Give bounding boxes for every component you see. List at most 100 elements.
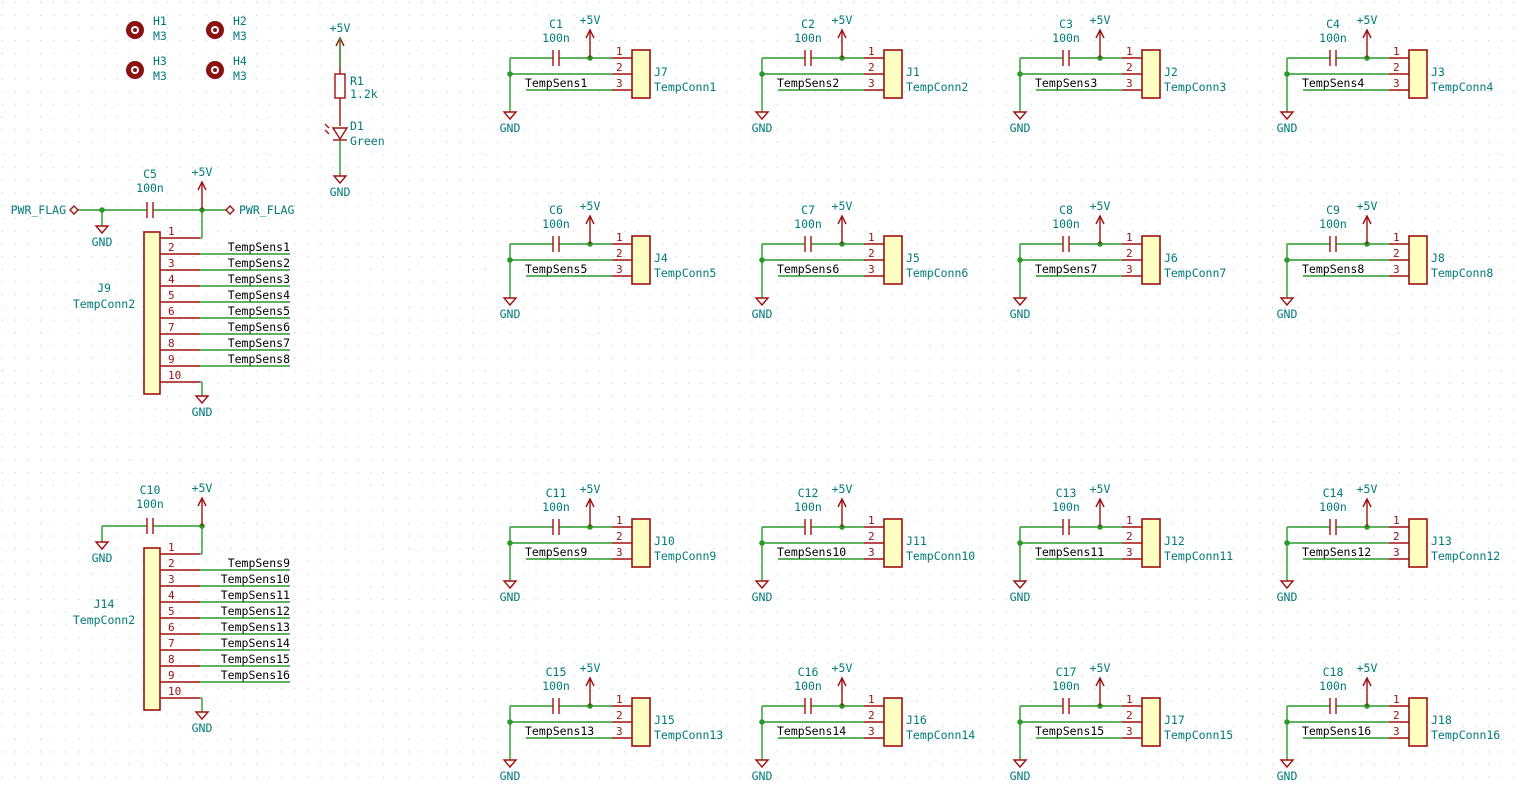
junction-dot — [507, 540, 513, 546]
gnd-label: GND — [752, 307, 773, 321]
hole-reference: H1 — [153, 14, 167, 28]
junction-dot — [1017, 71, 1023, 77]
net-label: TempSens1 — [525, 76, 587, 90]
junction-dot — [759, 719, 765, 725]
net-label: TempSens10 — [777, 545, 846, 559]
net-label: TempSens8 — [228, 352, 290, 366]
cap-value: 100n — [136, 497, 164, 511]
led-icon — [331, 127, 349, 141]
pin-number: 1 — [1126, 693, 1133, 706]
vcc-label: +5V — [832, 199, 853, 213]
cap-value: 100n — [794, 217, 822, 231]
connector-body — [883, 518, 903, 568]
pin-number: 9 — [168, 669, 175, 682]
pin-number: 3 — [1126, 77, 1133, 90]
gnd-label: GND — [500, 590, 521, 604]
net-label: TempSens4 — [1302, 76, 1364, 90]
gnd-label: GND — [1277, 121, 1298, 135]
capacitor-symbol — [804, 698, 812, 714]
cap-value: 100n — [136, 181, 164, 195]
vcc-arrow-icon — [837, 28, 847, 39]
vcc-arrow-icon — [1362, 214, 1372, 225]
vcc-label: +5V — [580, 199, 601, 213]
vcc-arrow-icon — [197, 496, 207, 507]
gnd-label: GND — [1277, 307, 1298, 321]
vcc-arrow-icon — [197, 180, 207, 191]
mounting-hole-core — [213, 28, 217, 32]
vcc-arrow-icon — [1095, 28, 1105, 39]
hole-reference: H4 — [233, 54, 247, 68]
pin-number: 3 — [1393, 725, 1400, 738]
pin-number: 10 — [168, 369, 181, 382]
connector-reference: J4 — [654, 251, 668, 265]
header-value: TempConn2 — [73, 297, 135, 311]
net-label: TempSens16 — [1302, 724, 1371, 738]
connector-reference: J10 — [654, 534, 675, 548]
ground-icon — [1012, 297, 1028, 307]
gnd-symbol: GND — [500, 297, 521, 321]
pin-number: 1 — [868, 693, 875, 706]
junction-dot — [99, 207, 105, 213]
vcc-symbol: +5V — [580, 199, 601, 244]
pin-number: 7 — [168, 637, 175, 650]
junction-dot — [759, 71, 765, 77]
vcc-arrow-icon — [837, 214, 847, 225]
connector-value: TempConn9 — [654, 549, 716, 563]
cap-value: 100n — [542, 679, 570, 693]
pin-number: 3 — [168, 257, 175, 270]
cap-value: 100n — [794, 679, 822, 693]
pin-number: 3 — [1393, 263, 1400, 276]
cap-value: 100n — [1052, 217, 1080, 231]
gnd-symbol: GND — [752, 297, 773, 321]
header-value: TempConn2 — [73, 613, 135, 627]
pin-number: 5 — [168, 605, 175, 618]
pin-number: 6 — [168, 621, 175, 634]
pin-number: 2 — [168, 241, 175, 254]
connector-value: TempConn11 — [1164, 549, 1233, 563]
connector-value: TempConn14 — [906, 728, 975, 742]
vcc-arrow-icon — [585, 28, 595, 39]
capacitor-symbol — [1062, 236, 1070, 252]
vcc-label: +5V — [192, 165, 213, 179]
gnd-label: GND — [1010, 121, 1031, 135]
led-arrow-icon — [324, 123, 330, 135]
ground-icon — [754, 759, 770, 769]
cap-reference: C13 — [1056, 486, 1077, 500]
gnd-symbol: GND — [330, 175, 350, 199]
vcc-label: +5V — [832, 13, 853, 27]
pin-number: 2 — [616, 61, 623, 74]
net-label: TempSens8 — [1302, 262, 1364, 276]
gnd-label: GND — [500, 307, 521, 321]
connector-reference: J5 — [906, 251, 920, 265]
pin-number: 5 — [168, 289, 175, 302]
pin-number: 2 — [168, 557, 175, 570]
pwr-flag-icon — [69, 205, 79, 215]
header-body — [143, 231, 161, 395]
capacitor-symbol — [552, 519, 560, 535]
pin-number: 7 — [168, 321, 175, 334]
junction-dot — [1284, 71, 1290, 77]
connector-value: TempConn1 — [654, 80, 716, 94]
cap-reference: C15 — [546, 665, 567, 679]
pin-number: 2 — [1126, 247, 1133, 260]
vcc-label: +5V — [832, 661, 853, 675]
vcc-label: +5V — [580, 661, 601, 675]
cap-value: 100n — [1319, 500, 1347, 514]
pin-number: 9 — [168, 353, 175, 366]
net-label: TempSens3 — [228, 272, 290, 286]
connector-body — [1408, 697, 1428, 747]
gnd-symbol: GND — [192, 711, 212, 735]
cap-reference: C5 — [143, 167, 157, 181]
net-label: TempSens7 — [228, 336, 290, 350]
schematic-content: 123+5VGNDTempSens1C1100nJ7TempConn1123+5… — [11, 13, 1501, 783]
gnd-label: GND — [752, 590, 773, 604]
net-label: TempSens1 — [228, 240, 290, 254]
ground-icon — [1279, 111, 1295, 121]
gnd-symbol: GND — [1277, 580, 1297, 604]
